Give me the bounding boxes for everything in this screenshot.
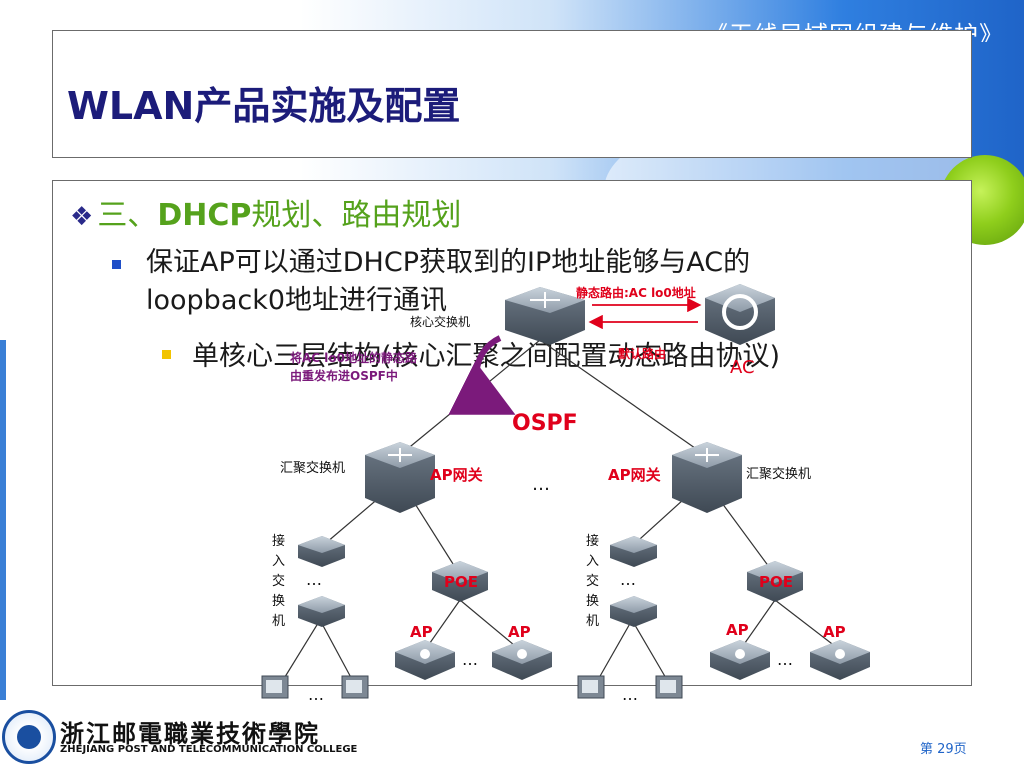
access-char: 机 (272, 614, 285, 629)
ap-label: AP (410, 623, 433, 641)
page-number: 第 29页 (920, 742, 967, 757)
point1-line2: loopback0地址进行通讯 (146, 285, 448, 316)
agg-switch-right-icon (672, 442, 742, 513)
pc-devices (261, 675, 683, 699)
static-route-label: 静态路由:AC lo0地址 (576, 285, 696, 300)
link-poe-ap2 (459, 599, 521, 651)
link-poe-ap4 (774, 599, 841, 651)
pc-icon (655, 675, 683, 699)
access-label-right: 接 入 交 换 机 (586, 533, 599, 629)
link-access-pc4 (631, 619, 671, 686)
poe-label-right: POE (759, 573, 793, 591)
link-access-pc3 (594, 619, 633, 686)
agg-right-label: 汇聚交换机 (746, 466, 811, 482)
poe-switch-right-icon (747, 561, 803, 602)
diamond-bullet-icon: ❖ (70, 202, 94, 232)
pc-ellipsis-left: … (308, 685, 324, 704)
agg-switch-left-icon (365, 442, 435, 513)
ac-label: AC (730, 357, 755, 378)
access-label-left: 接 入 交 换 机 (272, 533, 285, 629)
redistribute-arrow (448, 335, 516, 415)
access-char: 机 (586, 614, 599, 629)
heading-prefix: 三、 (97, 198, 158, 233)
link-access-pc1 (279, 619, 321, 686)
point1-line1: 保证AP可以通过DHCP获取到的IP地址能够与AC的 (146, 247, 751, 278)
access-switch-right-1-icon (610, 536, 657, 567)
default-route-label: 默认路由 (618, 346, 666, 361)
college-name-cn: 浙江邮電職業技術學院 (60, 719, 320, 748)
redistribute-line1: 将AC lo0地址的静态路 (290, 350, 418, 365)
link-poe-ap3 (739, 599, 776, 651)
redistribute-line2: 由重发布进OSPF中 (290, 368, 398, 383)
ap-label: AP (508, 623, 531, 641)
ap-label: AP (823, 623, 846, 641)
poe-label-left: POE (444, 573, 478, 591)
pc-ellipsis-right: … (622, 685, 638, 704)
access-point-icon (492, 640, 552, 680)
access-char: 交 (272, 573, 285, 589)
access-char: 入 (272, 554, 285, 569)
poe-switch-left-icon (432, 561, 488, 602)
link-access-pc2 (319, 619, 356, 686)
logo-center (17, 725, 41, 749)
pc-icon (341, 675, 369, 699)
access-char: 换 (272, 594, 285, 609)
access-point-icon (810, 640, 870, 680)
ap-label: AP (726, 621, 749, 639)
ap-ellipsis-right: … (777, 650, 793, 669)
agg-left-label: 汇聚交换机 (280, 460, 345, 476)
pc-icon (261, 675, 289, 699)
core-switch-icon (505, 287, 585, 345)
ap-gateway-right: AP网关 (608, 466, 661, 484)
college-name-en: ZHEJIANG POST AND TELECOMMUNICATION COLL… (60, 744, 358, 755)
ap-ellipsis-left: … (462, 650, 478, 669)
heading-bold: DHCP (157, 198, 252, 233)
link-core-agg-right (539, 339, 706, 456)
access-char: 换 (586, 594, 599, 609)
access-switch-left-1-icon (298, 536, 345, 567)
ospf-label: OSPF (512, 411, 578, 436)
agg-ellipsis: … (532, 474, 550, 495)
ap-gateway-left: AP网关 (430, 466, 483, 484)
pc-icon (577, 675, 605, 699)
title-box: WLAN产品实施及配置 (52, 30, 972, 158)
access-ellipsis-left: … (306, 570, 322, 589)
heading-suffix: 规划、路由规划 (251, 198, 462, 233)
ap-devices (395, 640, 870, 680)
access-char: 接 (272, 533, 285, 549)
access-char: 入 (586, 554, 599, 569)
link-core-agg-left (399, 339, 541, 456)
access-char: 接 (586, 533, 599, 549)
section-heading: ❖三、DHCP规划、路由规划 (70, 190, 461, 234)
access-point-icon (710, 640, 770, 680)
link-poe-ap1 (424, 599, 461, 651)
left-accent-strip (0, 340, 6, 700)
access-char: 交 (586, 573, 599, 589)
square-bullet-icon (162, 350, 171, 359)
slide-title: WLAN产品实施及配置 (67, 84, 461, 128)
network-links (279, 339, 841, 686)
ac-controller-icon (705, 284, 775, 345)
access-ellipsis-right: … (620, 570, 636, 589)
square-bullet-icon (112, 260, 121, 269)
college-logo-icon (2, 710, 56, 764)
content-box (52, 180, 972, 686)
access-switch-left-2-icon (298, 596, 345, 627)
core-switch-label: 核心交换机 (410, 314, 470, 329)
access-switch-right-2-icon (610, 596, 657, 627)
access-point-icon (395, 640, 455, 680)
